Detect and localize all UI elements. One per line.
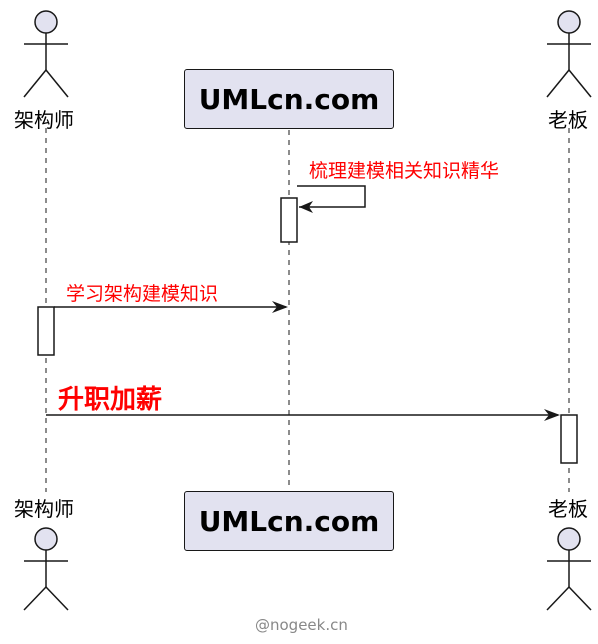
message-arrow-architect-to-site [54,301,288,313]
actor-icon-boss-bottom [546,527,592,611]
activation-boss [560,414,578,464]
participant-site-top: UMLcn.com [184,69,394,129]
actor-label-boss-top: 老板 [548,108,588,132]
actor-label-architect-bottom: 架构师 [14,497,74,521]
actor-label-boss-bottom: 老板 [548,497,588,521]
participant-site-top-label: UMLcn.com [198,82,380,116]
actor-icon-architect-top [23,10,69,98]
activation-architect [37,306,55,356]
message-label-architect-to-boss: 升职加薪 [58,385,163,415]
activation-site [280,197,298,243]
participant-site-bottom-label: UMLcn.com [198,504,380,538]
participant-site-bottom: UMLcn.com [184,491,394,551]
message-arrow-architect-to-boss [46,409,560,421]
actor-icon-boss-top [546,10,592,98]
footer-watermark: @nogeek.cn [255,616,348,634]
message-label-self: 梳理建模相关知识精华 [309,160,500,182]
actor-label-architect-top: 架构师 [14,108,74,132]
actor-icon-architect-bottom [23,527,69,611]
self-message-arrow [297,185,366,213]
message-label-architect-to-site: 学习架构建模知识 [66,283,219,305]
